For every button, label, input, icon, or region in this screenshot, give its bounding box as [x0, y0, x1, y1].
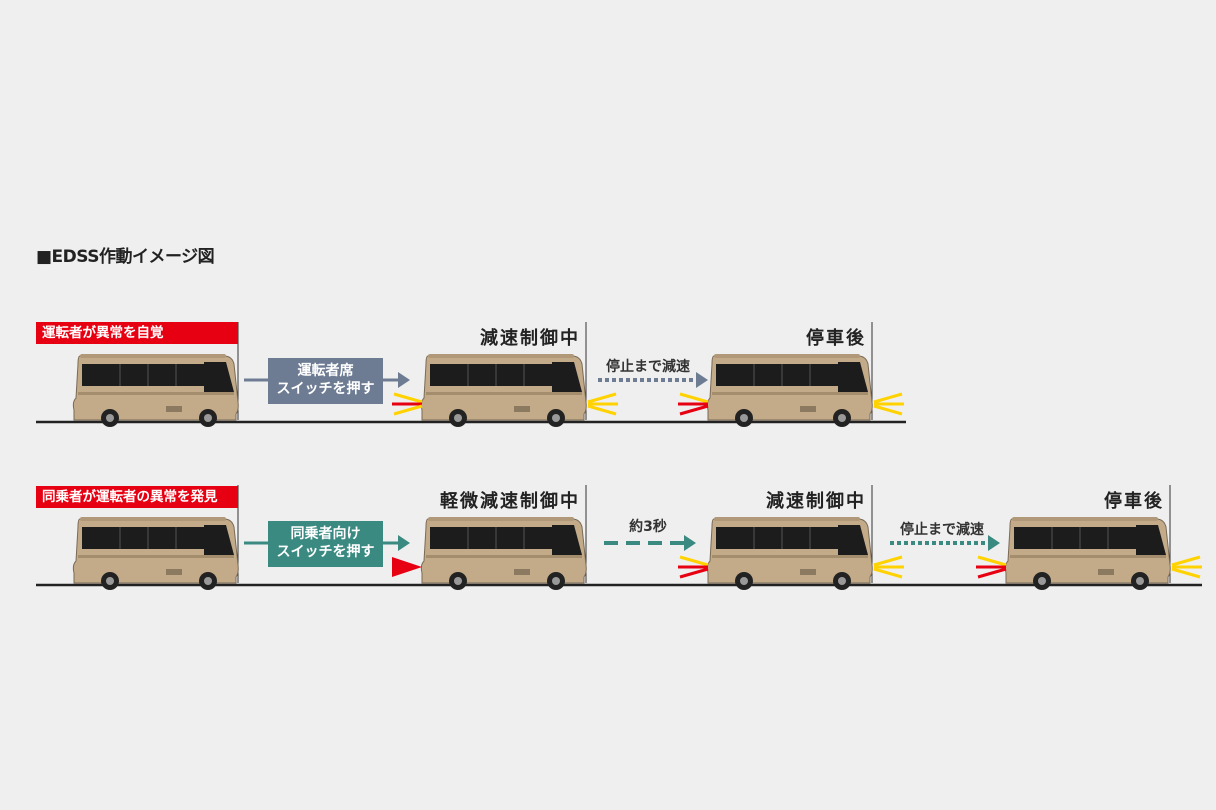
dotted-arrow [890, 535, 1000, 551]
hazard-light-icon [678, 392, 709, 416]
passenger-switch-arrow [244, 521, 410, 567]
hazard-light-icon [873, 392, 904, 416]
hazard-light-icon [976, 555, 1007, 579]
bus-icon [72, 516, 239, 591]
diagram-title: ■EDSS作動イメージ図 [36, 247, 215, 267]
button-line: スイッチを押す [276, 544, 375, 560]
dashed-arrow [604, 535, 696, 551]
phase-label: 減速制御中 [480, 328, 580, 349]
hazard-light-icon [1171, 555, 1202, 579]
bus-icon [706, 353, 873, 428]
passenger-switch-text: 同乗者向け スイッチを押す [268, 525, 383, 561]
phase-label: 停車後 [1104, 491, 1164, 512]
button-line: 同乗者向け [290, 526, 361, 542]
transition-label: 停止まで減速 [900, 522, 984, 538]
bus-icon [1004, 516, 1171, 591]
bus-icon [706, 516, 873, 591]
transition-label: 約3秒 [629, 519, 667, 535]
button-line: スイッチを押す [276, 381, 375, 397]
bus-icon [72, 353, 239, 428]
button-line: 運転者席 [297, 363, 354, 379]
dotted-arrow [598, 372, 708, 388]
phase-label: 停車後 [806, 328, 866, 349]
trigger-label-row-1: 運転者が異常を自覚 [36, 322, 238, 344]
driver-switch-text: 運転者席 スイッチを押す [268, 362, 383, 398]
hazard-light-icon [587, 392, 618, 416]
phase-label: 軽微減速制御中 [440, 491, 580, 512]
bus-icon [420, 516, 587, 591]
hazard-light-icon [392, 392, 423, 416]
brake-light-icon [392, 557, 422, 577]
driver-switch-arrow [244, 358, 410, 404]
hazard-light-icon [873, 555, 904, 579]
trigger-label-row-2: 同乗者が運転者の異常を発見 [36, 486, 238, 508]
phase-label: 減速制御中 [766, 491, 866, 512]
hazard-light-icon [678, 555, 709, 579]
bus-icon [420, 353, 587, 428]
transition-label: 停止まで減速 [606, 359, 690, 375]
